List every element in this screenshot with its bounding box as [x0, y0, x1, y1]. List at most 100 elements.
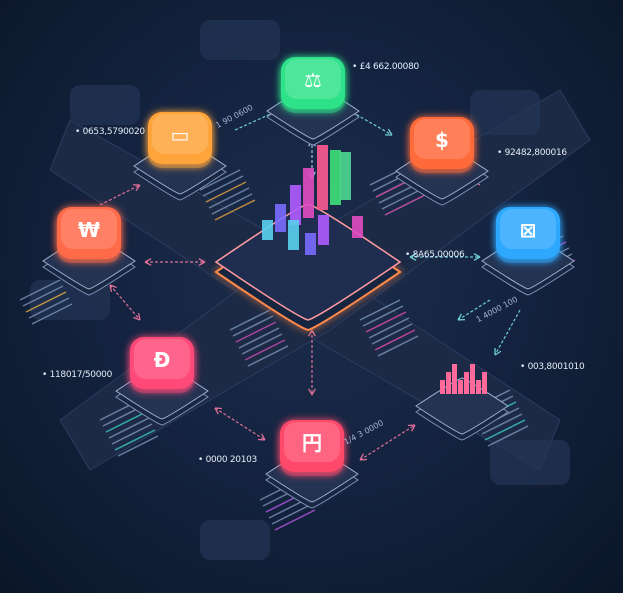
chart-bar	[352, 216, 363, 238]
arrowhead-icon	[133, 313, 141, 321]
box-icon: ⊠	[520, 218, 537, 242]
arrowhead-icon	[494, 347, 502, 356]
connector-arrow	[99, 184, 141, 206]
text-line	[108, 417, 150, 439]
chart-bar	[288, 220, 299, 250]
card-icon: ▭	[171, 123, 190, 147]
background-panel	[70, 85, 140, 125]
node-green[interactable]: ⚖	[266, 57, 360, 146]
text-line	[247, 345, 289, 367]
connector-arrow	[494, 309, 521, 356]
text-line	[487, 425, 529, 447]
node-block	[496, 207, 560, 259]
chart-bar	[330, 150, 341, 205]
node-orange[interactable]: ▭	[133, 112, 227, 201]
text-line	[111, 423, 153, 445]
background-panel	[490, 440, 570, 485]
arrowhead-icon	[144, 258, 152, 266]
arrowhead-icon	[198, 258, 206, 266]
text-line	[384, 194, 426, 216]
chart-bar	[290, 185, 301, 225]
arrowhead-icon	[359, 453, 368, 461]
text-line	[371, 323, 413, 345]
arrowhead-icon	[308, 329, 316, 337]
chart-bar	[317, 145, 328, 210]
text-line	[199, 169, 241, 191]
connector-arrow	[351, 111, 393, 136]
text-line	[214, 199, 256, 221]
bitcoin-icon: Ð	[154, 348, 171, 372]
node-red-right[interactable]: $	[395, 117, 489, 206]
background-panel	[200, 520, 270, 560]
arrowhead-icon	[457, 313, 466, 321]
mini-chart-bar	[482, 372, 487, 394]
node-block	[410, 117, 474, 169]
node-block	[280, 420, 344, 472]
text-line	[205, 181, 247, 203]
mini-chart-bar	[458, 380, 463, 394]
chart-bar	[262, 220, 273, 240]
chart-bar	[318, 215, 329, 245]
arrowhead-icon	[308, 388, 316, 396]
mini-chart-bar	[464, 372, 469, 394]
mini-chart-bar	[446, 372, 451, 394]
connector-arrow	[234, 111, 276, 131]
node-pink-left[interactable]: Ð	[115, 337, 209, 426]
arrowhead-icon	[214, 407, 223, 415]
node-block	[281, 57, 345, 109]
scales-icon: ⚖	[304, 68, 322, 92]
value-label-pink-bottom: 0000 20103	[198, 455, 258, 465]
node-red-left[interactable]: ₩	[42, 207, 136, 296]
text-line	[381, 188, 423, 210]
yen-icon: 円	[302, 431, 322, 455]
connector-arrow	[214, 407, 266, 441]
node-blue[interactable]: ⊠	[481, 207, 575, 296]
text-line	[22, 285, 64, 307]
text-line	[484, 419, 526, 441]
arrowhead-icon	[473, 253, 481, 261]
background-panel	[470, 90, 540, 135]
node-block	[130, 337, 194, 389]
text-line	[274, 509, 316, 531]
node-block	[148, 112, 212, 164]
text-line	[244, 339, 286, 361]
node-chart-small[interactable]	[415, 364, 509, 441]
text-line	[241, 333, 283, 355]
text-line	[362, 305, 404, 327]
value-label-blue: 8A65,00006	[405, 250, 465, 260]
mini-chart-bar	[452, 364, 457, 394]
chart-bar	[303, 168, 314, 218]
text-line	[31, 303, 73, 325]
text-line	[114, 429, 156, 451]
mini-chart-bar	[470, 364, 475, 394]
central-chart-platform	[214, 145, 402, 332]
text-line	[28, 297, 70, 319]
text-line	[238, 327, 280, 349]
mini-chart-bar	[476, 380, 481, 394]
node-pink-bottom[interactable]: 円	[265, 420, 359, 509]
text-line	[359, 299, 401, 321]
text-line	[481, 413, 523, 435]
connector-arrow	[457, 299, 491, 321]
chart-bar	[275, 204, 286, 232]
text-line	[374, 329, 416, 351]
mini-chart-bar	[440, 380, 445, 394]
text-line	[377, 335, 419, 357]
node-block	[57, 207, 121, 259]
arrowhead-icon	[132, 184, 141, 192]
value-label-green: £4 662.00080	[352, 62, 420, 72]
text-line	[365, 311, 407, 333]
coin-icon: ₩	[78, 218, 100, 242]
arrowhead-icon	[109, 284, 117, 292]
dollar-coin-icon: $	[435, 128, 449, 152]
value-label-pink-left: 118017/50000	[42, 370, 113, 380]
chart-bar	[340, 152, 351, 200]
text-line	[208, 187, 250, 209]
value-label-orange: 0653,5790020	[75, 127, 146, 137]
value-label-red-right: 92482,800016	[497, 148, 568, 158]
chart-bar	[305, 233, 316, 255]
text-line	[105, 411, 147, 433]
connector-arrow	[359, 424, 416, 461]
value-label-chart-small: 003,8001010	[520, 362, 585, 372]
